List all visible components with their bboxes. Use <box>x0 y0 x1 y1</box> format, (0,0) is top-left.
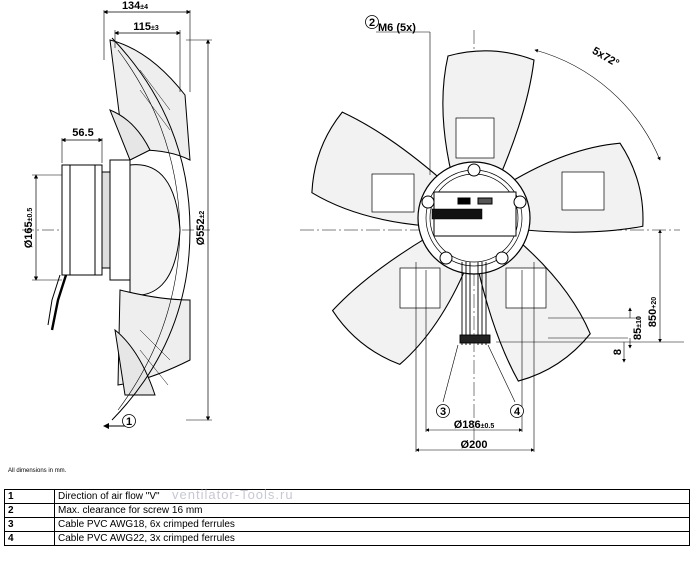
svg-text:Ø165±0.5: Ø165±0.5 <box>23 208 35 249</box>
dim-motor-diameter-tol: ±0.5 <box>27 208 34 222</box>
dim-cable-length-tol: +20 <box>651 297 658 309</box>
technical-drawing: 134±4 115±3 56.5 Ø165±0.5 Ø552±2 1 <box>22 0 684 452</box>
dim-depth-total-tol: ±4 <box>140 4 148 11</box>
dim-depth-hub-tol: ±3 <box>151 25 159 32</box>
svg-text:134±4: 134±4 <box>122 0 148 12</box>
front-view <box>300 15 684 452</box>
legend-number: 2 <box>4 503 55 518</box>
legend-row: 1 Direction of air flow "V" <box>4 489 690 504</box>
callout-4: 4 <box>514 406 521 418</box>
side-view-labels: 134±4 115±3 56.5 Ø165±0.5 Ø552±2 1 <box>23 0 207 428</box>
legend-text: Cable PVC AWG18, 6x crimped ferrules <box>54 517 690 532</box>
callout-1: 1 <box>126 416 132 428</box>
dim-angle-pitch: 5x72° <box>590 45 621 70</box>
dim-cable-offset-tol: ±10 <box>636 316 643 328</box>
legend-text: Max. clearance for screw 16 mm <box>54 503 690 518</box>
units-note: All dimensions in mm. <box>8 468 67 474</box>
legend-table: 1 Direction of air flow "V" 2 Max. clear… <box>4 489 690 546</box>
dim-fan-diameter-tol: ±2 <box>199 211 206 219</box>
svg-text:Ø552±2: Ø552±2 <box>195 211 207 246</box>
dim-motor-offset: 56.5 <box>72 127 93 139</box>
legend-row: 2 Max. clearance for screw 16 mm <box>4 503 690 518</box>
dim-motor-diameter: Ø165 <box>23 221 35 248</box>
callout-3: 3 <box>440 406 446 418</box>
callout-2: 2 <box>369 17 375 29</box>
svg-text:115±3: 115±3 <box>133 21 159 33</box>
dim-depth-total: 134 <box>122 0 141 12</box>
svg-text:850+20: 850+20 <box>647 297 659 327</box>
dim-cable-length: 850 <box>647 309 659 327</box>
legend-number: 3 <box>4 517 55 532</box>
dim-outer-circle: Ø200 <box>461 439 488 451</box>
dim-strip-length: 8 <box>612 349 624 355</box>
dim-bolt-circle: Ø186 <box>454 419 481 431</box>
svg-text:Ø186±0.5: Ø186±0.5 <box>454 419 495 431</box>
legend-number: 4 <box>4 531 55 546</box>
legend-row: 3 Cable PVC AWG18, 6x crimped ferrules <box>4 517 690 532</box>
dim-bolt-circle-tol: ±0.5 <box>481 423 495 430</box>
legend-text: Cable PVC AWG22, 3x crimped ferrules <box>54 531 690 546</box>
dim-fan-diameter: Ø552 <box>195 218 207 245</box>
dim-cable-offset: 85 <box>632 328 644 340</box>
side-view <box>22 9 212 429</box>
legend-row: 4 Cable PVC AWG22, 3x crimped ferrules <box>4 531 690 546</box>
dim-depth-hub: 115 <box>133 21 151 33</box>
svg-text:85±10: 85±10 <box>632 316 644 340</box>
watermark: ventilator-Tools.ru <box>172 487 294 502</box>
legend-text: Direction of air flow "V" <box>54 489 690 504</box>
dim-screw-thread: M6 (5x) <box>378 22 416 34</box>
legend-number: 1 <box>4 489 55 504</box>
front-view-labels: 2 M6 (5x) 5x72° Ø186±0.5 Ø200 85±10 850+… <box>369 17 659 451</box>
